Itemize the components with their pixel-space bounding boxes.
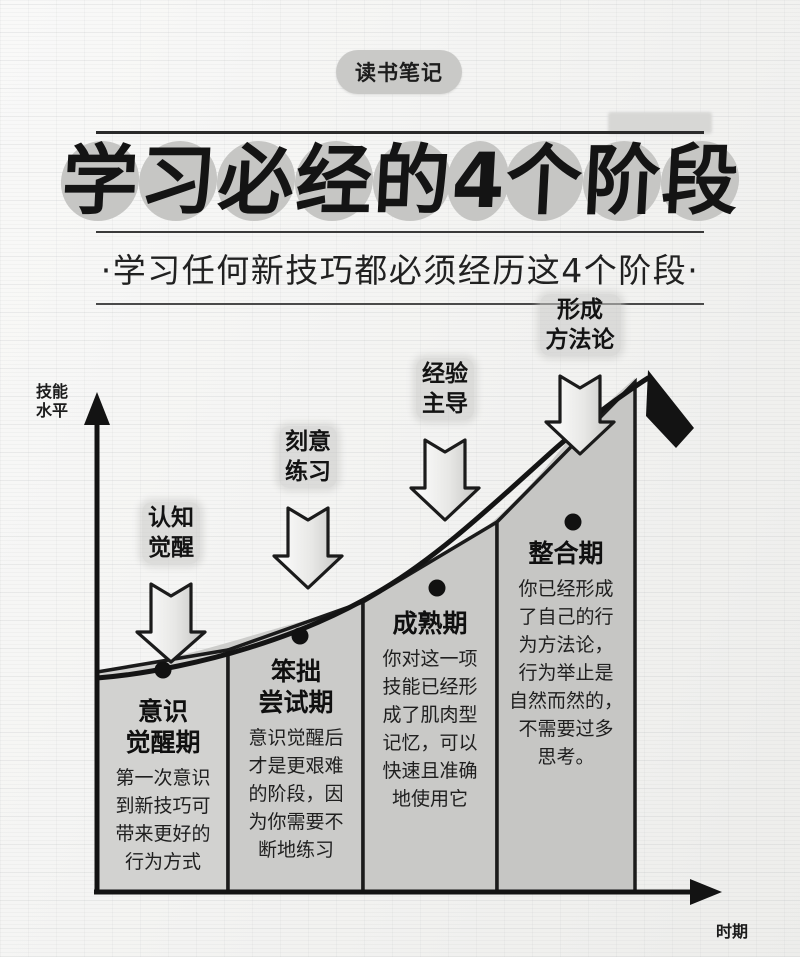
callout-form-methodology: 形成 方法论 <box>505 294 655 356</box>
phase-card-maturity: 成熟期 你对这一项 技能已经形 成了肌肉型 记忆，可以 快速且准确 地使用它 <box>366 600 494 813</box>
down-arrow-icon-3 <box>409 438 481 522</box>
down-arrow-icon-4 <box>544 374 616 456</box>
badge-label: 读书笔记 <box>355 61 443 85</box>
title-char: 经 <box>293 136 374 225</box>
curve-arrowhead <box>646 370 694 448</box>
curve-marker-4 <box>564 513 582 531</box>
phase-body: 第一次意识 到新技巧可 带来更好的 行为方式 <box>115 767 211 873</box>
phase-heading: 整合期 <box>528 539 604 568</box>
title-rule-top <box>96 131 704 134</box>
title-char: 学 <box>59 136 140 225</box>
redacted-watermark-bar <box>608 112 712 134</box>
phase-heading: 笨拙 尝试期 <box>258 657 334 717</box>
title-char: 4 <box>449 136 507 225</box>
curve-marker-1 <box>154 661 172 679</box>
reading-notes-badge: 读书笔记 <box>336 50 462 94</box>
phase-heading: 意识 觉醒期 <box>125 697 201 757</box>
callout-label: 刻意 练习 <box>279 426 337 488</box>
callout-deliberate-practice: 刻意 练习 <box>249 426 367 488</box>
x-axis-arrowhead <box>690 879 722 905</box>
down-arrow-icon-1 <box>135 582 207 664</box>
title-char: 必 <box>215 136 296 225</box>
phase-card-clumsy-attempt: 笨拙 尝试期 意识觉醒后 才是更艰难 的阶段，因 为你需要不 断地练习 <box>231 648 361 864</box>
title-rule-bottom <box>96 303 704 305</box>
callout-experience-led: 经验 主导 <box>386 358 504 420</box>
phase-heading: 成熟期 <box>392 609 468 638</box>
phase-body: 你对这一项 技能已经形 成了肌肉型 记忆，可以 快速且准确 地使用它 <box>382 648 478 810</box>
x-axis-label: 时期 <box>716 922 749 941</box>
page-subtitle: ·学习任何新技巧都必须经历这4个阶段· <box>100 251 700 290</box>
phase-body: 你已经形成 了自己的行 为方法论， 行为举止是 自然而然的， 不需要过多 思考。 <box>508 578 623 768</box>
curve-marker-2 <box>291 627 309 645</box>
title-char: 阶 <box>582 136 663 225</box>
title-char: 段 <box>660 136 741 225</box>
title-char: 的 <box>371 136 452 225</box>
callout-label: 认知 觉醒 <box>142 502 200 564</box>
title-rule-middle <box>96 231 704 233</box>
callout-label: 形成 方法论 <box>539 294 621 356</box>
title-char: 习 <box>137 136 218 225</box>
phase-body: 意识觉醒后 才是更艰难 的阶段，因 为你需要不 断地练习 <box>248 727 344 861</box>
phase-card-integration: 整合期 你已经形成 了自己的行 为方法论， 行为举止是 自然而然的， 不需要过多… <box>500 530 632 771</box>
y-axis-label: 技能 水平 <box>36 382 69 420</box>
title-char: 个 <box>504 136 585 225</box>
curve-marker-3 <box>428 579 446 597</box>
phase-card-awareness: 意识 觉醒期 第一次意识 到新技巧可 带来更好的 行为方式 <box>100 688 226 876</box>
skill-growth-chart: 技能 水平 时期 认知 觉醒 刻意 练习 经验 主导 形成 方法论 意识 觉醒期… <box>0 294 800 957</box>
callout-label: 经验 主导 <box>416 358 474 420</box>
down-arrow-icon-2 <box>272 506 344 590</box>
callout-cognitive-awakening: 认知 觉醒 <box>112 502 230 564</box>
y-axis-arrowhead <box>84 392 110 425</box>
chart-svg <box>84 370 722 905</box>
